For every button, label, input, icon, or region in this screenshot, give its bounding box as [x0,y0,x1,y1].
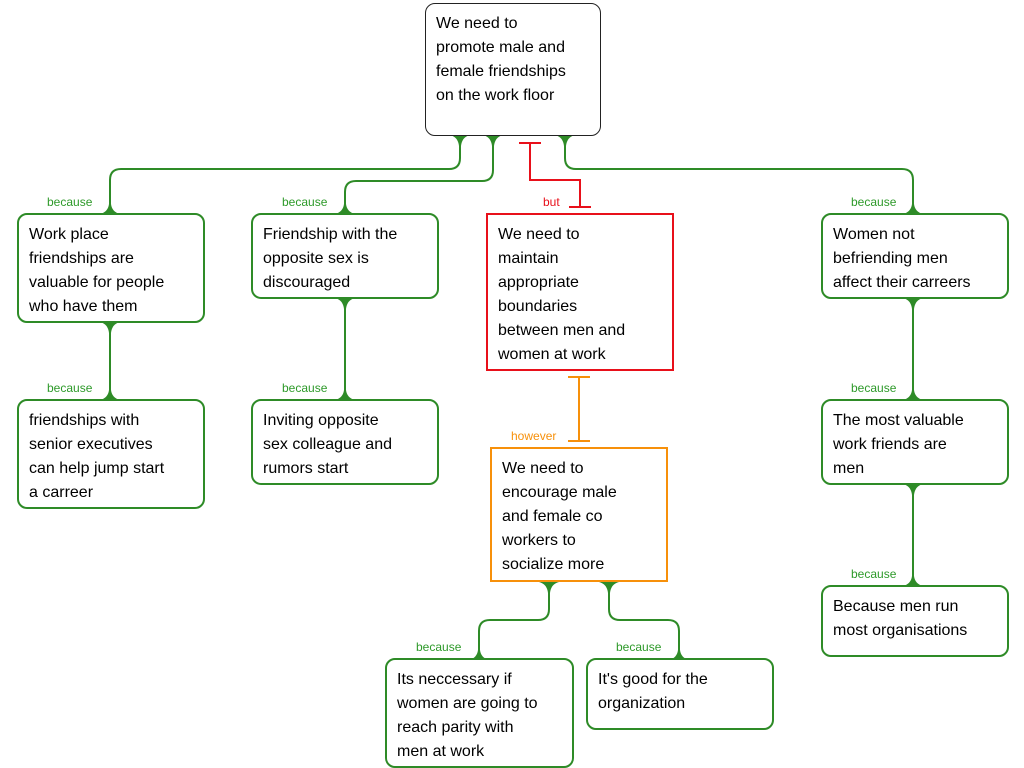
main-claim-node[interactable]: We need to promote male and female frien… [425,3,601,136]
support-connector [478,582,550,659]
because-label: because [47,195,93,209]
connector-bulb [903,484,923,495]
because-label: because [282,195,328,209]
rebuttal-node-socialize[interactable]: We need to encourage male and female co … [490,447,668,582]
support-connector [109,136,461,213]
rebuttal-text: We need to encourage male and female co … [502,460,617,573]
reason-node-valuable-men[interactable]: The most valuable work friends are men [821,399,1009,485]
reason-text: friendships with senior executives can h… [29,412,165,501]
however-label: however [511,429,557,443]
reason-node-workplace[interactable]: Work place friendships are valuable for … [17,213,205,323]
because-label: because [282,381,328,395]
support-connector [344,136,494,213]
because-label: because [47,381,93,395]
support-connector [608,582,680,659]
connector-bulb [450,135,470,146]
connector-bulb [335,204,355,214]
connector-bulb [669,650,689,660]
reason-text: Work place friendships are valuable for … [29,226,165,315]
connector-bulb [335,390,355,400]
because-label: because [616,640,662,654]
objection-node-boundaries[interactable]: We need to maintain appropriate boundari… [486,213,674,371]
rebuttal-connector [568,376,590,442]
connector-bulb [903,576,923,586]
reason-text: Friendship with the opposite sex is disc… [263,226,398,291]
connector-bulb [539,582,559,593]
reason-node-organization[interactable]: It's good for the organization [586,658,774,730]
reason-node-rumors[interactable]: Inviting opposite sex colleague and rumo… [251,399,439,485]
reason-node-discouraged[interactable]: Friendship with the opposite sex is disc… [251,213,439,299]
reason-node-senior[interactable]: friendships with senior executives can h… [17,399,205,509]
reason-node-careers[interactable]: Women not befriending men affect their c… [821,213,1009,299]
support-connector [564,136,914,213]
connector-bulb [599,582,619,593]
because-label: because [851,195,897,209]
connector-bulb [100,322,120,333]
connector-bulb [903,298,923,309]
reason-text: Because men run most organisations [833,598,968,639]
reason-node-parity[interactable]: Its neccessary if women are going to rea… [385,658,574,768]
connector-bulb [100,204,120,214]
because-label: because [851,381,897,395]
objection-text: We need to maintain appropriate boundari… [498,226,626,363]
connector-bulb [469,650,489,660]
but-label: but [543,195,560,209]
because-label: because [416,640,462,654]
reason-text: Women not befriending men affect their c… [833,226,971,291]
reason-text: It's good for the organization [598,671,708,712]
objection-connector [519,142,591,208]
reason-text: Inviting opposite sex colleague and rumo… [263,412,392,477]
because-label: because [851,567,897,581]
main-claim-text: We need to promote male and female frien… [436,15,566,104]
connector-bulb [903,390,923,400]
connector-bulb [483,135,503,146]
reason-text: Its neccessary if women are going to rea… [397,671,538,760]
connector-bulb [335,298,355,309]
reason-node-men-run[interactable]: Because men run most organisations [821,585,1009,657]
reason-text: The most valuable work friends are men [833,412,964,477]
connector-bulb [903,204,923,214]
connector-bulb [100,390,120,400]
connector-bulb [555,135,575,146]
